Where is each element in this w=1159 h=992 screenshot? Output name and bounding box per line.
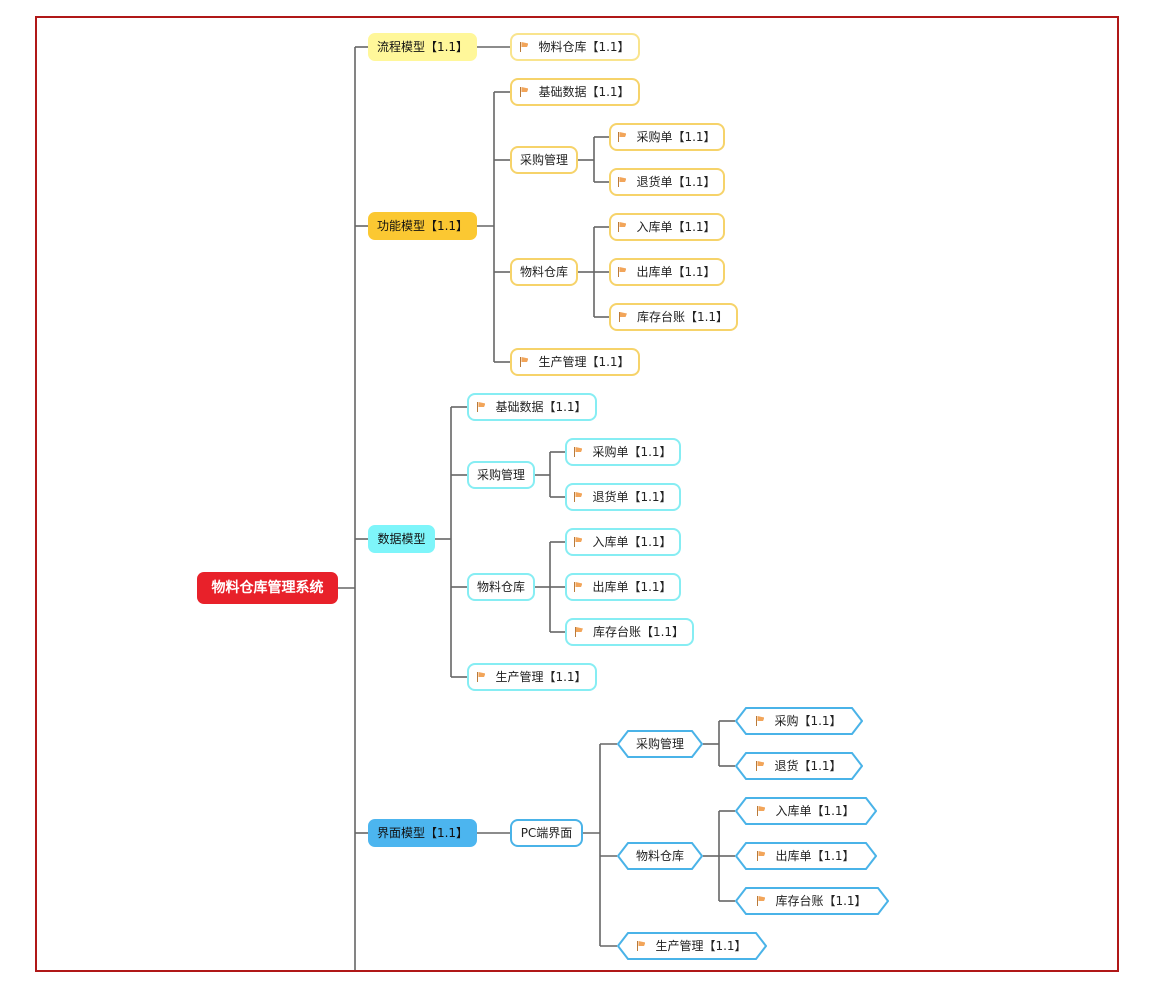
node-label: 库存台账【1.1】 [592, 625, 685, 639]
function-model-label: 功能模型【1.1】 [376, 219, 469, 233]
data-purchase-node[interactable]: 采购管理 [467, 461, 535, 489]
flag-icon [477, 402, 486, 412]
hexagon-outline [735, 752, 863, 780]
flag-icon [477, 672, 486, 682]
root-label: 物料仓库管理系统 [211, 580, 324, 596]
function-return-order-node[interactable]: 退货单【1.1】 [609, 168, 725, 196]
node-label: 退货【1.1】 [774, 759, 842, 773]
data-inbound-node[interactable]: 入库单【1.1】 [565, 528, 681, 556]
root-node[interactable]: 物料仓库管理系统 [197, 572, 338, 604]
flag-icon [574, 627, 584, 637]
ui-purchase-node[interactable]: 采购管理 [617, 730, 703, 758]
node-label: 库存台账【1.1】 [775, 894, 867, 908]
node-label: 出库单【1.1】 [592, 580, 672, 594]
node-label: 生产管理【1.1】 [495, 670, 587, 684]
hexagon-outline [617, 842, 703, 870]
node-label: 采购管理 [519, 153, 568, 167]
hexagon-outline [617, 932, 767, 960]
node-label: 采购【1.1】 [774, 714, 842, 728]
flag-icon [574, 537, 583, 547]
process-warehouse-node[interactable]: 物料仓库【1.1】 [510, 33, 640, 61]
ui-warehouse-node[interactable]: 物料仓库 [617, 842, 703, 870]
flag-icon [574, 492, 583, 502]
data-model-node[interactable]: 数据模型 [368, 525, 435, 553]
function-inbound-node[interactable]: 入库单【1.1】 [609, 213, 725, 241]
node-label: 入库单【1.1】 [592, 535, 672, 549]
node-label: 采购管理 [476, 468, 525, 482]
flag-icon [520, 42, 529, 52]
ui-production-node[interactable]: 生产管理【1.1】 [617, 932, 767, 960]
flag-icon [618, 132, 627, 142]
flag-icon [520, 357, 529, 367]
hexagon-outline [735, 887, 889, 915]
flag-icon [618, 177, 627, 187]
flag-icon [757, 851, 766, 861]
function-outbound-node[interactable]: 出库单【1.1】 [609, 258, 725, 286]
node-label: 基础数据【1.1】 [495, 400, 587, 414]
flag-icon [618, 267, 627, 277]
function-basic-data-node[interactable]: 基础数据【1.1】 [510, 78, 640, 106]
flag-icon [618, 222, 627, 232]
node-label: 生产管理【1.1】 [538, 355, 630, 369]
node-label: 基础数据【1.1】 [538, 85, 630, 99]
node-label: 生产管理【1.1】 [655, 939, 747, 953]
process-model-node[interactable]: 流程模型【1.1】 [368, 33, 477, 61]
function-production-node[interactable]: 生产管理【1.1】 [510, 348, 640, 376]
flag-icon [756, 716, 765, 726]
data-warehouse-node[interactable]: 物料仓库 [467, 573, 535, 601]
data-outbound-node[interactable]: 出库单【1.1】 [565, 573, 681, 601]
data-ledger-node[interactable]: 库存台账【1.1】 [565, 618, 694, 646]
flag-icon [574, 447, 583, 457]
ui-outbound-node[interactable]: 出库单【1.1】 [735, 842, 877, 870]
flag-icon [757, 806, 766, 816]
process-model-label: 流程模型【1.1】 [376, 40, 469, 54]
function-purchase-node[interactable]: 采购管理 [510, 146, 578, 174]
data-return-order-node[interactable]: 退货单【1.1】 [565, 483, 681, 511]
ui-buy-node[interactable]: 采购【1.1】 [735, 707, 863, 735]
node-label: 物料仓库 [635, 849, 684, 863]
node-label: 退货单【1.1】 [636, 175, 716, 189]
flag-icon [618, 312, 628, 322]
function-purchase-order-node[interactable]: 采购单【1.1】 [609, 123, 725, 151]
data-production-node[interactable]: 生产管理【1.1】 [467, 663, 597, 691]
node-label: 物料仓库【1.1】 [538, 40, 630, 54]
flag-icon [637, 941, 646, 951]
mindmap-canvas: 物料仓库管理系统 流程模型【1.1】 功能模型【1.1】 数据模型 界面模型【1… [35, 16, 1119, 972]
function-warehouse-node[interactable]: 物料仓库 [510, 258, 578, 286]
node-label: 物料仓库 [519, 265, 568, 279]
ui-model-node[interactable]: 界面模型【1.1】 [368, 819, 477, 847]
data-basic-data-node[interactable]: 基础数据【1.1】 [467, 393, 597, 421]
connector-lines [338, 46, 735, 970]
data-model-label: 数据模型 [377, 532, 426, 546]
node-label: 入库单【1.1】 [775, 804, 855, 818]
ui-inbound-node[interactable]: 入库单【1.1】 [735, 797, 877, 825]
hexagon-outline [735, 842, 877, 870]
node-label: 入库单【1.1】 [636, 220, 716, 234]
node-label: 采购管理 [635, 737, 684, 751]
node-label: 出库单【1.1】 [775, 849, 855, 863]
ui-pc-node[interactable]: PC端界面 [510, 819, 583, 847]
hexagon-outline [735, 797, 877, 825]
function-model-node[interactable]: 功能模型【1.1】 [368, 212, 477, 240]
ui-ledger-node[interactable]: 库存台账【1.1】 [735, 887, 889, 915]
hexagon-outline [735, 707, 863, 735]
ui-return-node[interactable]: 退货【1.1】 [735, 752, 863, 780]
node-label: 采购单【1.1】 [636, 130, 716, 144]
flag-icon [574, 582, 583, 592]
flag-icon [756, 761, 765, 771]
node-label: 采购单【1.1】 [592, 445, 672, 459]
node-label: 库存台账【1.1】 [636, 310, 729, 324]
function-ledger-node[interactable]: 库存台账【1.1】 [609, 303, 738, 331]
flag-icon [757, 896, 766, 906]
ui-model-label: 界面模型【1.1】 [376, 826, 469, 840]
data-purchase-order-node[interactable]: 采购单【1.1】 [565, 438, 681, 466]
node-label: 退货单【1.1】 [592, 490, 672, 504]
hexagon-outline [617, 730, 703, 758]
node-label: 出库单【1.1】 [636, 265, 716, 279]
flag-icon [520, 87, 529, 97]
node-label: PC端界面 [520, 826, 573, 840]
node-label: 物料仓库 [476, 580, 525, 594]
